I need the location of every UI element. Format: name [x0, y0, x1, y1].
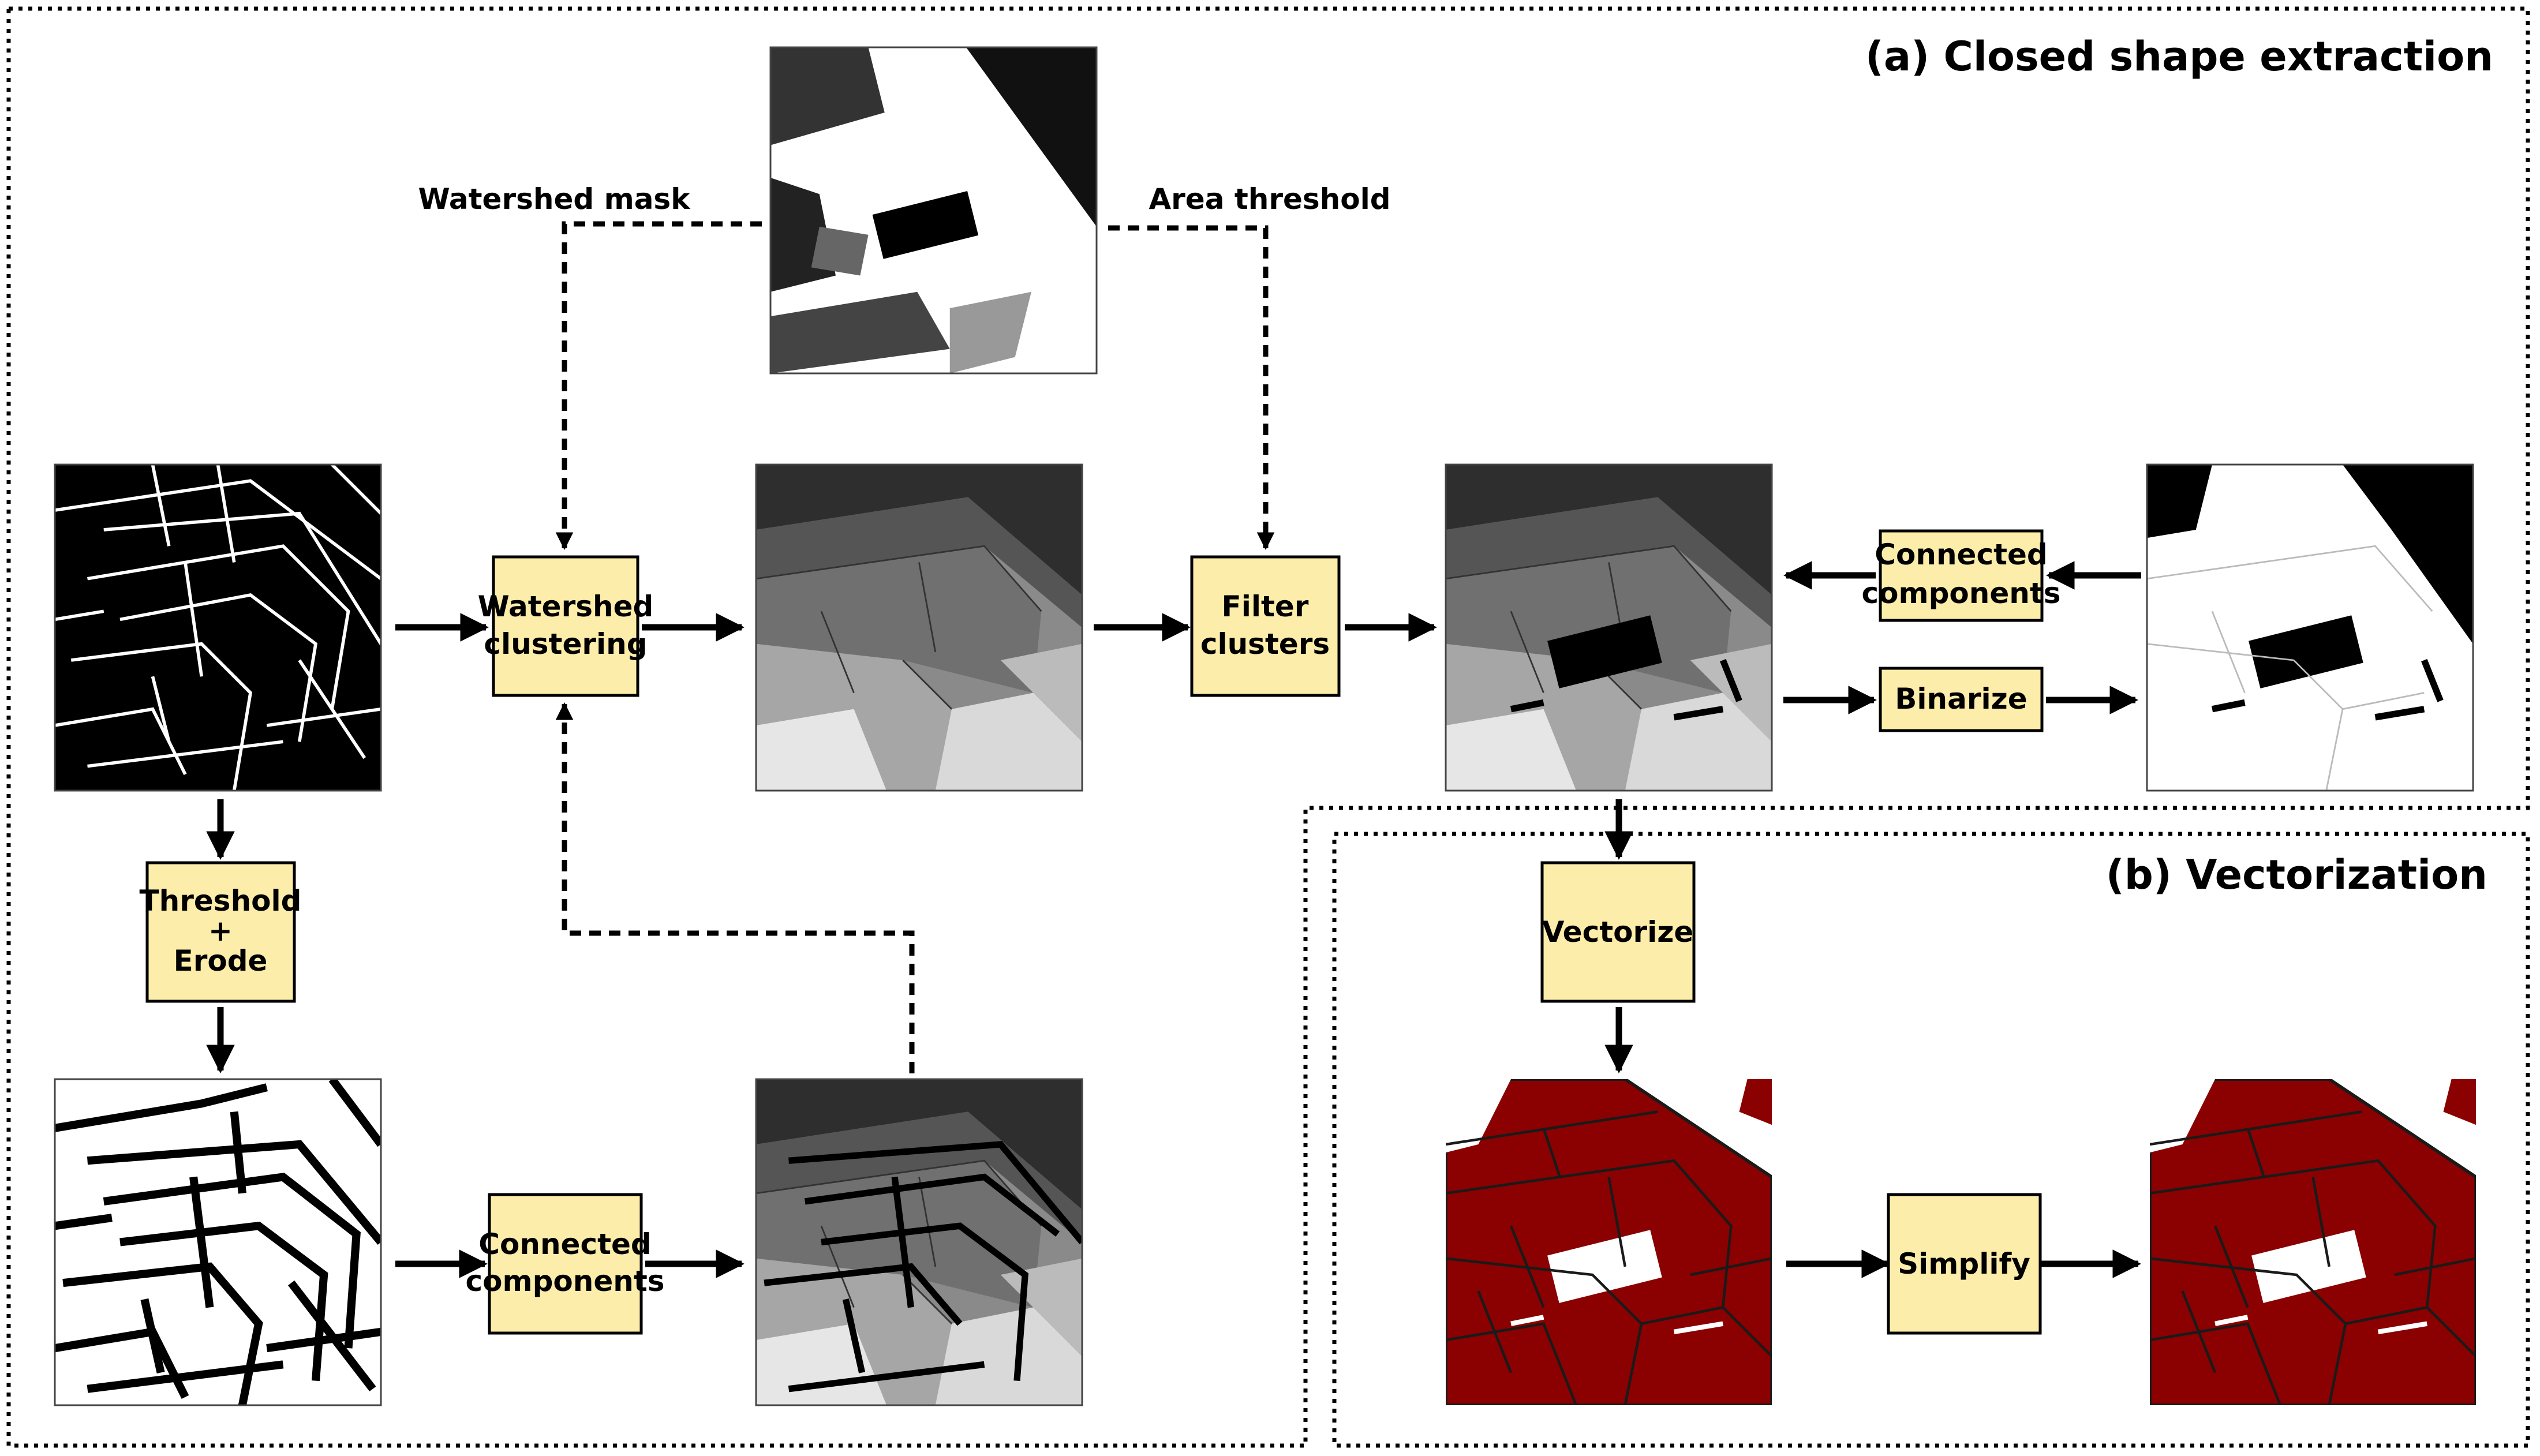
filter-clusters-step: Filter clusters [1190, 555, 1341, 697]
step-label: Connected [478, 1227, 651, 1261]
step-label: + [208, 914, 233, 948]
step-label: Erode [174, 944, 268, 978]
watershed-clustering-step: Watershed clustering [478, 555, 654, 697]
eroded-edges-image [54, 1078, 382, 1406]
dashed-arrows [555, 221, 1275, 1073]
binarize-step: Binarize [1879, 667, 2044, 732]
step-label: Watershed [478, 590, 654, 623]
step-label: clusters [1200, 627, 1330, 661]
watershed-clusters-image [755, 463, 1083, 792]
closed-shape-extraction-region [6, 6, 2530, 1448]
step-label: Filter [1222, 590, 1309, 623]
connected-components-right-step: Connected components [1862, 529, 2061, 622]
vector-polygons-image [1446, 1079, 1772, 1405]
step-label: Binarize [1895, 682, 2027, 716]
step-label: Vectorize [1542, 915, 1694, 949]
simplified-polygons-image [2150, 1079, 2476, 1405]
vectorize-step: Vectorize [1540, 861, 1696, 1003]
step-label: components [1862, 577, 2061, 610]
step-label: Threshold [140, 884, 302, 918]
area-threshold-label: Area threshold [1149, 182, 1390, 216]
step-label: Simplify [1898, 1247, 2030, 1281]
connected-components-image [755, 1078, 1083, 1406]
watershed-mask-label: Watershed mask [418, 182, 691, 216]
filtered-clusters-image [1445, 463, 1773, 792]
edge-map-image [54, 463, 382, 792]
threshold-erode-step: Threshold + Erode [140, 861, 302, 1003]
connected-components-bottom-step: Connected components [466, 1193, 665, 1335]
vectorization-title: (b) Vectorization [2106, 851, 2487, 899]
step-label: components [466, 1264, 665, 1298]
step-label: clustering [484, 627, 647, 661]
building-probability-image [769, 46, 1098, 375]
solid-arrows [206, 561, 2141, 1278]
closed-shape-extraction-title: (a) Closed shape extraction [1865, 33, 2493, 80]
binary-mask-image [2146, 463, 2474, 792]
simplify-step: Simplify [1887, 1193, 2042, 1335]
step-label: Connected [1875, 538, 2047, 571]
